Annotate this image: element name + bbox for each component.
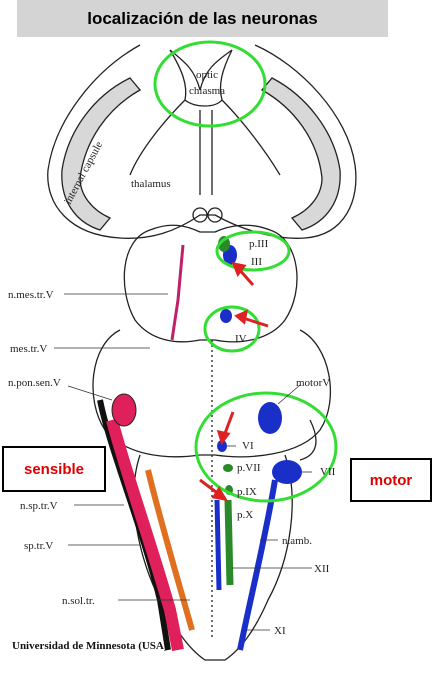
nucleus-motorV [258,402,282,434]
highlight-IV [203,305,261,353]
page-title: localización de las neuronas [17,0,388,37]
internal-capsule-band-right [261,77,341,231]
sensory-tag: sensible [2,446,106,492]
optic-tract-left [129,99,186,176]
arrow-IV [242,316,269,328]
label-XII: XII [314,563,330,575]
nucleus-p-VII [223,464,233,472]
label-III: III [251,256,262,268]
nucleus-VI [217,440,227,452]
motor-tag: motor [350,458,432,502]
highlight-chiasma [153,40,267,128]
midbrain-outline [123,224,298,343]
optic-tract-right [221,99,281,176]
highlight-pons-medulla [194,391,338,503]
label-n-mes-tr-V: n.mes.tr.V [8,289,54,301]
motor-nuclei [214,236,302,651]
label-motorV: motorV [296,377,330,389]
nucleus-VII [272,460,302,484]
spinal-trigeminal-black [97,399,171,651]
arrows [199,261,269,502]
medulla-outline [133,454,293,661]
label-sp-tr-V: sp.tr.V [24,540,53,552]
third-ventricle [199,110,213,195]
nucleus-IV [220,309,232,323]
nucleus-p-III [218,236,230,252]
internal-capsule-band [61,77,141,231]
hypoglossal-nucleus [214,499,222,591]
label-mes-tr-V: mes.tr.V [10,343,47,355]
label-n-sol-tr: n.sol.tr. [62,595,95,607]
label-chiasma: chiasma [189,85,225,97]
label-n-amb: n.amb. [282,535,312,547]
dorsal-vagal-nucleus [224,499,234,586]
label-VII: VII [320,466,336,478]
highlight-III [215,230,291,272]
label-n-sp-tr-V: n.sp.tr.V [20,500,58,512]
label-VI: VI [242,440,254,452]
spinal-trigeminal-pink [106,418,184,652]
label-p-X: p.X [237,509,253,521]
label-optic: optic [196,69,218,81]
label-thalamus: thalamus [131,178,171,190]
label-IV: IV [235,333,247,345]
sensory-tracts [97,244,195,652]
label-p-VII: p.VII [237,462,261,474]
nucleus-ambiguus [237,479,278,651]
highlight-circles [153,40,338,503]
label-p-III: p.III [249,238,269,250]
solitary-tract [145,469,195,631]
chiasma-shape [169,49,233,107]
label-p-IX: p.IX [237,486,257,498]
credit-text: Universidad de Minnesota (USA) [12,640,168,652]
label-n-pon-sen-V: n.pon.sen.V [8,377,61,389]
pons-outline [92,329,332,458]
mesencephalic-tract [170,244,185,341]
label-XI: XI [274,625,286,637]
pontine-sensory-nucleus [111,393,137,427]
